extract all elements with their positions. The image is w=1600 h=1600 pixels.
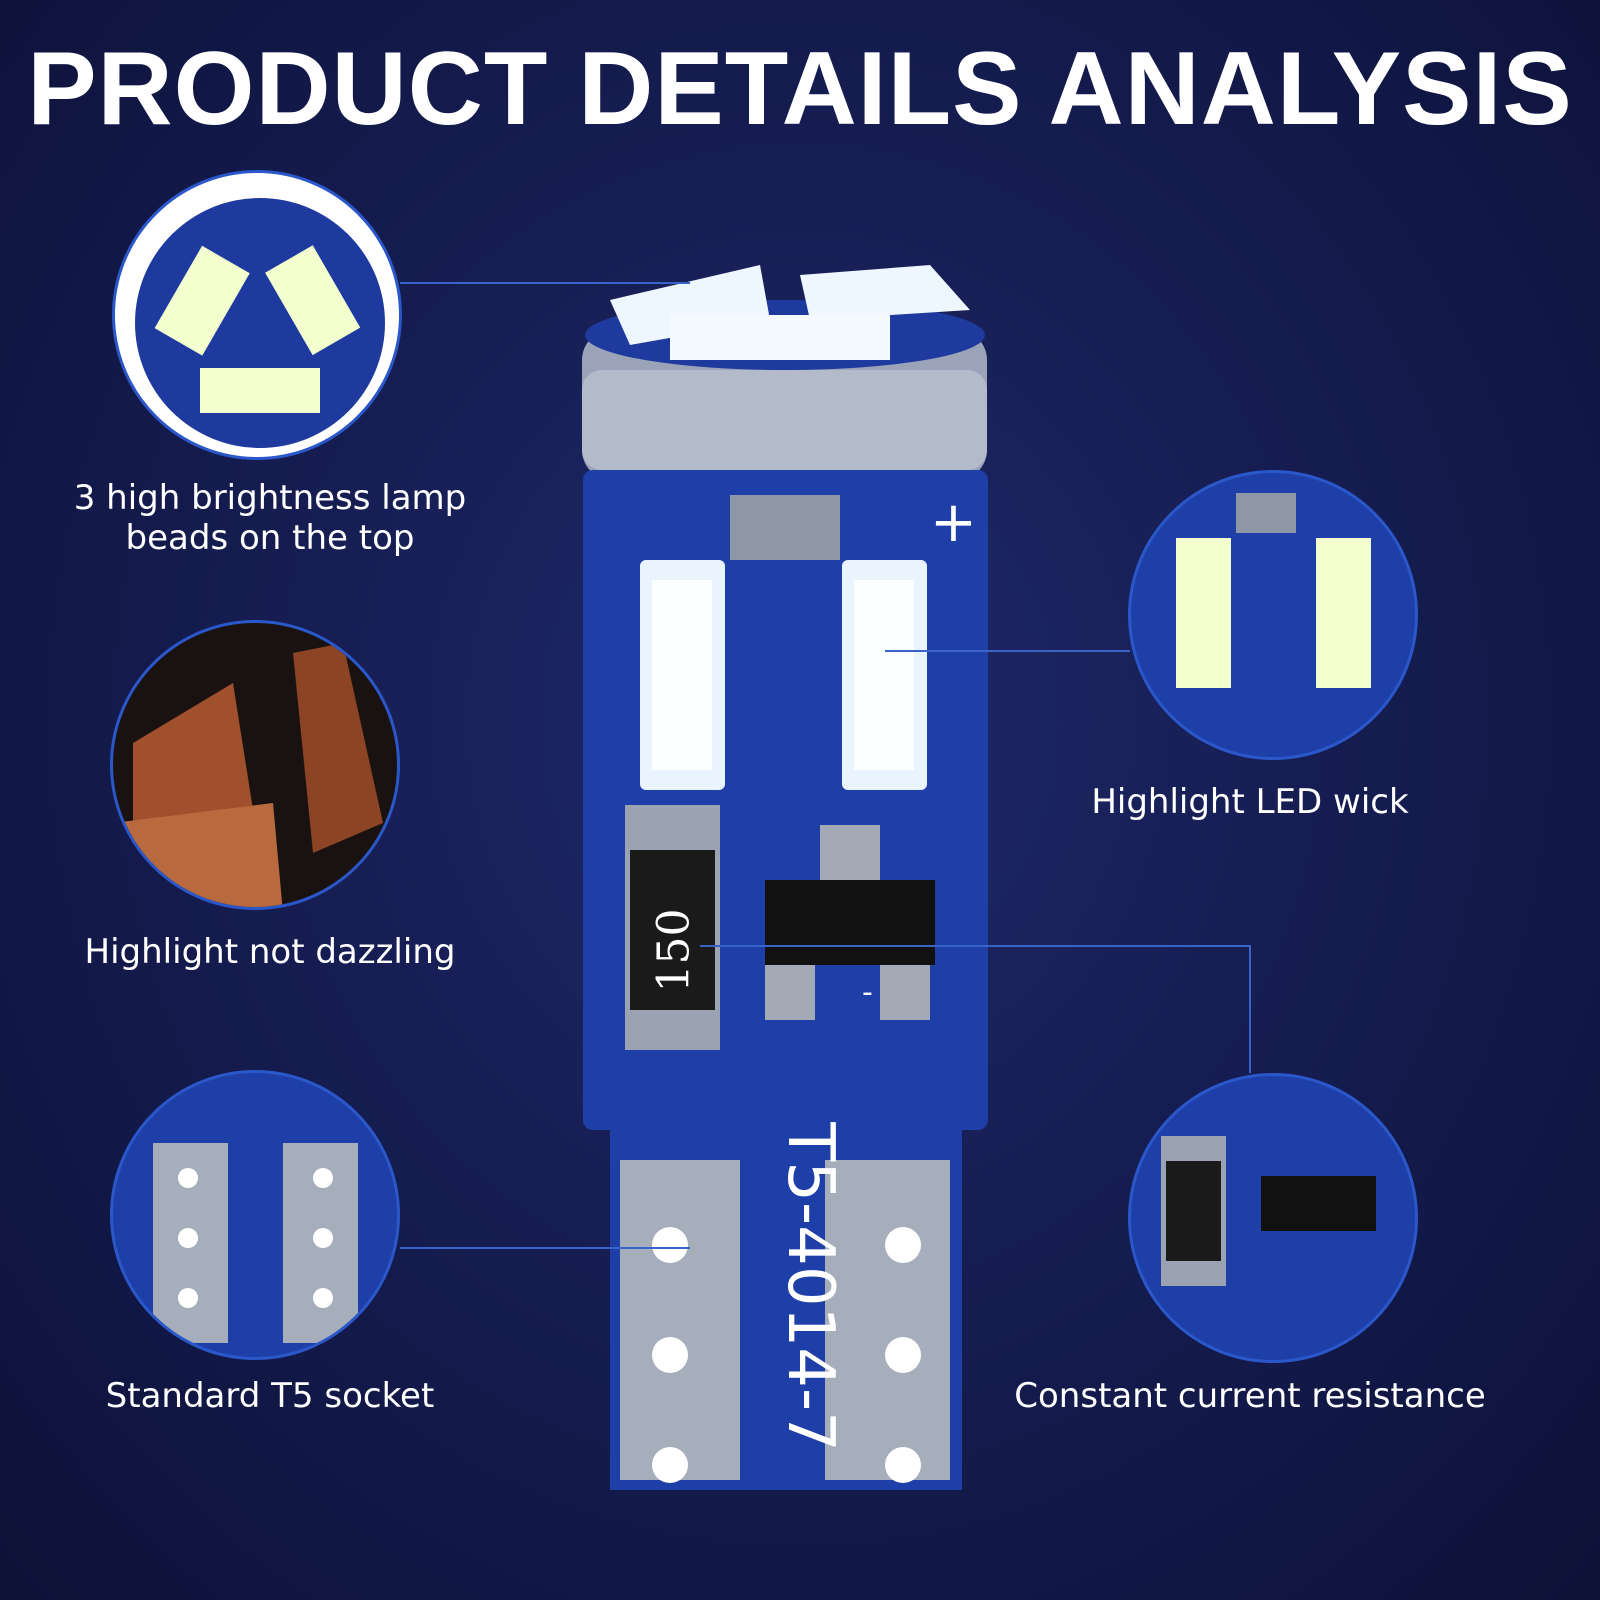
car-interior-photo xyxy=(110,620,400,910)
resistor-code: 150 xyxy=(648,908,700,993)
page-title: PRODUCT DETAILS ANALYSIS xyxy=(27,31,1573,147)
feature-label-top-beads: 3 high brightness lamp beads on the top xyxy=(60,478,480,558)
led-wick-closeup xyxy=(1128,470,1418,760)
top-beads-closeup xyxy=(112,170,402,460)
board-model-marking: T5-4014-7 xyxy=(773,1122,847,1452)
feature-label-t5-socket: Standard T5 socket xyxy=(105,1376,435,1416)
feature-label-resistance: Constant current resistance xyxy=(1014,1376,1486,1416)
feature-label-not-dazzling: Highlight not dazzling xyxy=(84,932,456,972)
board-plus-marking: + xyxy=(930,490,977,555)
label-line: beads on the top xyxy=(125,518,415,558)
label-line: 3 high brightness lamp xyxy=(73,478,467,518)
connector-line xyxy=(885,650,1130,652)
board-minus-marking: - xyxy=(862,975,873,1010)
connector-line xyxy=(700,945,1250,947)
t5-socket-closeup xyxy=(110,1070,400,1360)
connector-line xyxy=(400,282,690,284)
feature-label-led-wick: Highlight LED wick xyxy=(1091,782,1409,822)
led-bulb-image xyxy=(570,250,1010,1530)
connector-line xyxy=(400,1247,690,1249)
resistor-closeup xyxy=(1128,1073,1418,1363)
connector-line xyxy=(1249,945,1251,1073)
